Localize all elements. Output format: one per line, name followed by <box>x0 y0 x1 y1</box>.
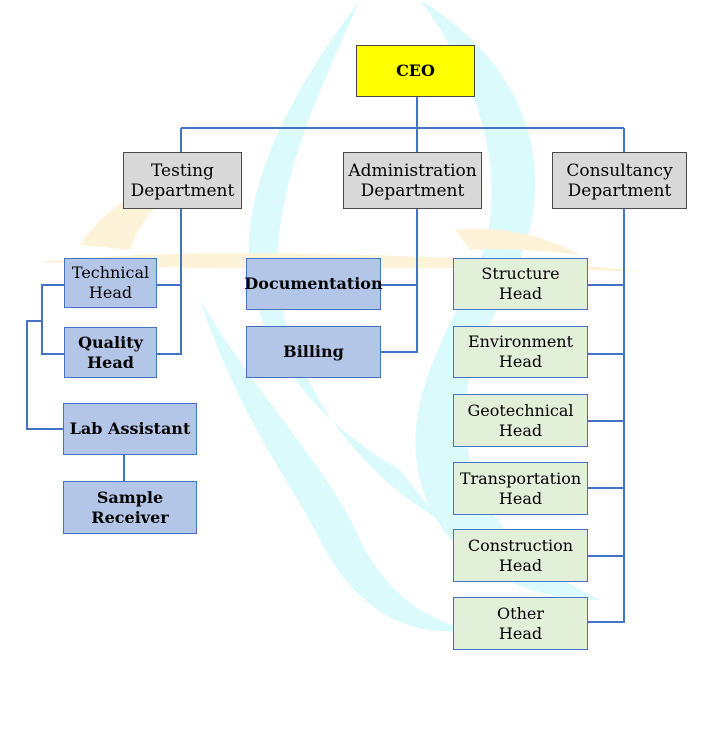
ceo-box: CEO <box>356 45 475 97</box>
administration-department-box: Administration Department <box>343 152 482 209</box>
consultancy-department-box: Consultancy Department <box>552 152 687 209</box>
transportation-head-box: Transportation Head <box>453 462 588 515</box>
lab-assistant-box: Lab Assistant <box>63 403 197 455</box>
billing-box: Billing <box>246 326 381 378</box>
connector-lines <box>26 96 625 623</box>
documentation-box: Documentation <box>244 258 383 310</box>
technical-head-box: Technical Head <box>64 258 157 308</box>
sample-receiver-box: Sample Receiver <box>63 481 197 534</box>
testing-department-box: Testing Department <box>123 152 242 209</box>
quality-head-box: Quality Head <box>64 327 157 378</box>
environment-head-box: Environment Head <box>453 326 588 378</box>
structure-head-box: Structure Head <box>453 258 588 310</box>
other-head-box: Other Head <box>453 597 588 650</box>
geotechnical-head-box: Geotechnical Head <box>453 394 588 447</box>
construction-head-box: Construction Head <box>453 529 588 582</box>
